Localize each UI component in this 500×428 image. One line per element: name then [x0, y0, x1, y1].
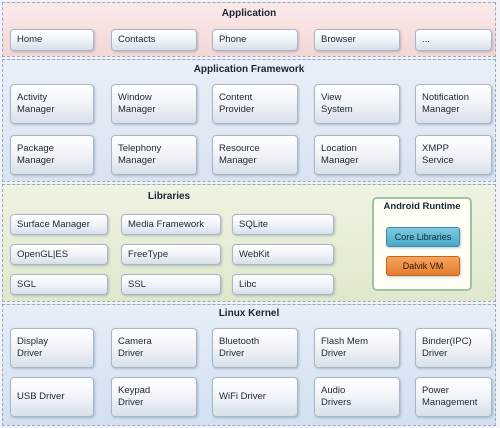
kernel-bluetooth-driver: Bluetooth Driver [212, 328, 298, 368]
application-layer-title: Application [221, 8, 277, 19]
framework-layer-title: Application Framework [193, 64, 305, 75]
lib-webkit: WebKit [232, 244, 334, 265]
lib-sgl: SGL [10, 274, 108, 295]
kernel-wifi-driver: WiFi Driver [212, 377, 298, 417]
kernel-binder-ipc-driver: Binder(IPC) Driver [415, 328, 492, 368]
lib-sqlite: SQLite [232, 214, 334, 235]
kernel-audio-drivers: Audio Drivers [314, 377, 400, 417]
lib-media-framework: Media Framework [121, 214, 221, 235]
libraries-layer-title: Libraries [147, 191, 191, 202]
lib-opengl-es: OpenGL|ES [10, 244, 108, 265]
lib-ssl: SSL [121, 274, 221, 295]
kernel-usb-driver: USB Driver [10, 377, 94, 417]
app-phone: Phone [212, 29, 298, 51]
app-more: ... [415, 29, 492, 51]
core-libraries-box: Core Libraries [386, 227, 460, 247]
android-runtime-panel: Android Runtime Core Libraries Dalvik VM [372, 197, 472, 291]
kernel-camera-driver: Camera Driver [111, 328, 197, 368]
fw-notification-manager: Notification Manager [415, 84, 492, 124]
lib-surface-manager: Surface Manager [10, 214, 108, 235]
fw-activity-manager: Activity Manager [10, 84, 94, 124]
android-runtime-title: Android Runtime [383, 201, 461, 212]
fw-package-manager: Package Manager [10, 135, 94, 175]
kernel-flash-mem-driver: Flash Mem Driver [314, 328, 400, 368]
app-contacts: Contacts [111, 29, 197, 51]
lib-freetype: FreeType [121, 244, 221, 265]
dalvik-vm-box: Dalvik VM [386, 256, 460, 276]
kernel-display-driver: Display Driver [10, 328, 94, 368]
fw-telephony-manager: Telephony Manager [111, 135, 197, 175]
kernel-keypad-driver: Keypad Driver [111, 377, 197, 417]
fw-location-manager: Location Manager [314, 135, 400, 175]
fw-view-system: View System [314, 84, 400, 124]
fw-xmpp-service: XMPP Service [415, 135, 492, 175]
app-browser: Browser [314, 29, 400, 51]
fw-resource-manager: Resource Manager [212, 135, 298, 175]
kernel-power-management: Power Management [415, 377, 492, 417]
lib-libc: Libc [232, 274, 334, 295]
app-home: Home [10, 29, 94, 51]
fw-window-manager: Window Manager [111, 84, 197, 124]
fw-content-provider: Content Provider [212, 84, 298, 124]
kernel-layer-title: Linux Kernel [218, 308, 280, 319]
